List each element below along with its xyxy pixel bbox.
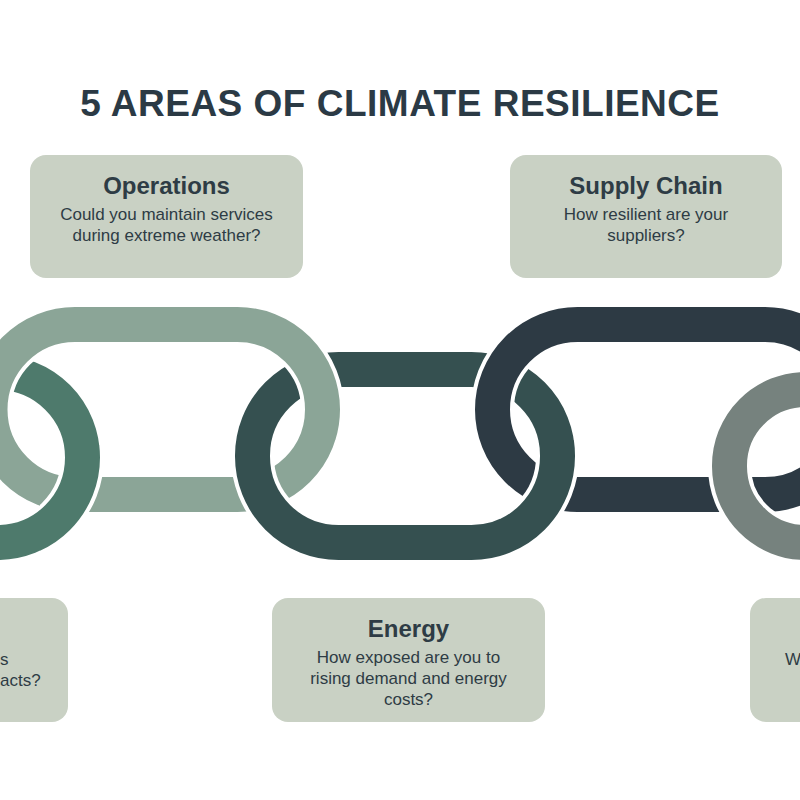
chain-link-gap	[500, 440, 558, 543]
area-box: W	[750, 598, 800, 722]
area-heading: Energy	[302, 614, 515, 644]
area-text: W	[785, 649, 800, 670]
chain-link	[500, 440, 558, 543]
area-box: s acts?	[0, 598, 68, 722]
chain-link-gap	[40, 445, 83, 543]
area-box: OperationsCould you maintain services du…	[30, 155, 303, 278]
diagram-title: 5 AREAS OF CLIMATE RESILIENCE	[0, 80, 800, 128]
area-box: EnergyHow exposed are you to rising dema…	[272, 598, 545, 722]
area-heading: Operations	[50, 171, 283, 201]
chain-link	[270, 325, 323, 441]
area-question: How resilient are your suppliers?	[530, 204, 762, 246]
chain-link-gap	[730, 390, 800, 543]
chain-link-gap	[755, 325, 800, 446]
area-question: How exposed are you to rising demand and…	[302, 647, 515, 710]
area-text: s acts?	[0, 649, 44, 691]
area-heading: Supply Chain	[530, 171, 762, 201]
chain-link	[755, 325, 800, 446]
chain-link	[40, 445, 83, 543]
area-box: Supply ChainHow resilient are your suppl…	[510, 155, 782, 278]
chain-link	[730, 390, 800, 543]
area-question: Could you maintain services during extre…	[50, 204, 283, 246]
chain-link-gap	[270, 325, 323, 441]
